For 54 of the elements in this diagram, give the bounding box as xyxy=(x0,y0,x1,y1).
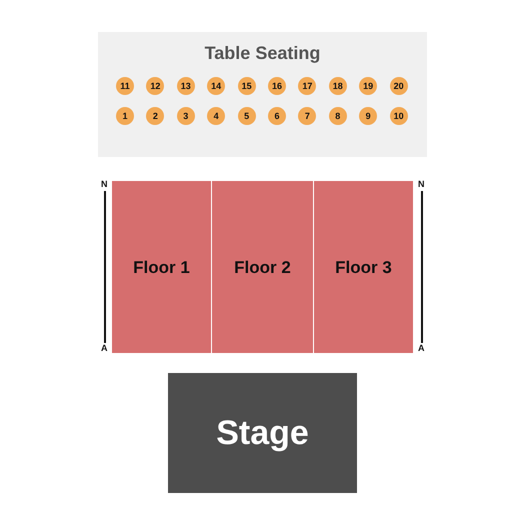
table-circle xyxy=(359,107,378,125)
table-number: 17 xyxy=(302,82,312,90)
table-number: 14 xyxy=(211,82,222,90)
floor-section xyxy=(112,181,211,353)
table-number: 15 xyxy=(242,82,252,90)
table-number: 16 xyxy=(272,82,282,90)
table-number: 20 xyxy=(394,82,404,90)
table-circle xyxy=(298,107,316,125)
table-circle xyxy=(268,107,286,125)
table-number: 13 xyxy=(180,82,191,90)
table-circle xyxy=(328,77,347,95)
table-circle xyxy=(146,77,164,95)
row-letter: A xyxy=(101,344,108,353)
table-number: 5 xyxy=(244,112,250,120)
table-circle xyxy=(390,107,408,125)
table-number: 6 xyxy=(274,112,280,120)
table-circle xyxy=(116,107,134,125)
table-circle xyxy=(176,107,195,125)
table-number: 8 xyxy=(335,112,340,120)
row-letter: A xyxy=(418,344,424,353)
table-number: 2 xyxy=(152,112,158,120)
table-number: 19 xyxy=(363,82,374,90)
table-number: 12 xyxy=(150,82,160,90)
table-number: 7 xyxy=(304,112,310,120)
section-label: Floor 3 xyxy=(335,258,392,276)
seating-area xyxy=(98,32,427,157)
row-letter: N xyxy=(101,180,108,189)
table-number: 9 xyxy=(366,112,371,120)
table-circle xyxy=(207,107,226,125)
table-circle xyxy=(359,77,378,95)
floor-section xyxy=(314,181,413,353)
stage-block xyxy=(168,373,357,493)
table-number: 11 xyxy=(120,82,130,90)
table-number: 4 xyxy=(214,112,219,120)
table-circle xyxy=(390,77,408,95)
table-circle xyxy=(238,77,256,95)
section-label: Floor 1 xyxy=(133,258,190,276)
table-circle xyxy=(146,107,164,125)
section-label: Stage xyxy=(216,416,309,450)
table-number: 3 xyxy=(183,112,188,120)
table-circle xyxy=(268,77,286,95)
floor-section xyxy=(212,181,313,353)
table-circle xyxy=(176,77,195,95)
table-number: 18 xyxy=(332,82,343,90)
area-title: Table Seating xyxy=(204,44,320,62)
section-label: Floor 2 xyxy=(234,258,291,276)
table-circle xyxy=(238,107,256,125)
row-letter: N xyxy=(418,180,424,189)
table-circle xyxy=(328,107,347,125)
table-circle xyxy=(116,77,134,95)
table-circle xyxy=(298,77,316,95)
table-number: 1 xyxy=(122,112,128,120)
table-number: 10 xyxy=(394,112,404,120)
table-circle xyxy=(207,77,226,95)
